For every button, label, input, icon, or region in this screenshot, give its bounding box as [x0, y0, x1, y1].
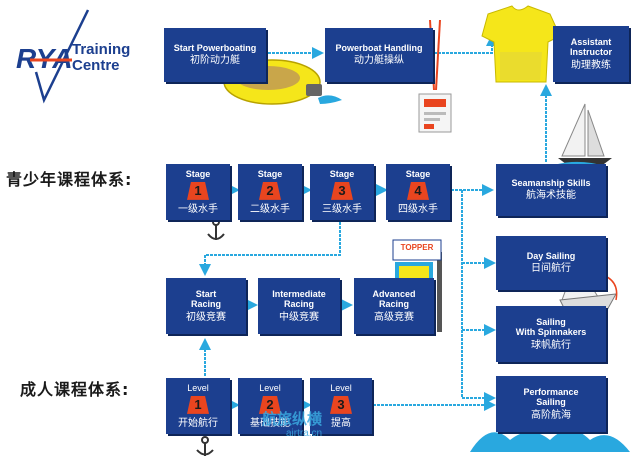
course-title-zh: 初阶动力艇 [190, 55, 240, 67]
course-title-zh: 助理教练 [571, 59, 611, 71]
logo-line1: Training [72, 41, 131, 58]
course-title-en: Start Racing [190, 288, 221, 310]
stage-zh: 四级水手 [398, 203, 438, 215]
course-powerboat-handling[interactable]: Powerboat Handling 动力艇操纵 [325, 28, 433, 82]
course-title-zh: 动力艇操纵 [354, 55, 404, 67]
course-day-sailing[interactable]: Day Sailing 日间航行 [496, 236, 606, 290]
course-advanced-racing[interactable]: Advanced Racing 高级竞赛 [354, 278, 434, 334]
course-start-powerboating[interactable]: Start Powerboating 初阶动力艇 [164, 28, 266, 82]
sailboat-icon [555, 103, 612, 170]
course-seamanship-skills[interactable]: Seamanship Skills 航海术技能 [496, 164, 606, 216]
course-intermediate-racing[interactable]: Intermediate Racing 中级竞赛 [258, 278, 340, 334]
watermark-text: 航旅纵横 [262, 410, 323, 428]
stage-title: Stage [185, 168, 211, 179]
stage-4-box[interactable]: Stage 4 四级水手 [386, 164, 450, 220]
stage-2-box[interactable]: Stage 2 二级水手 [238, 164, 302, 220]
stage-title: Stage [405, 168, 431, 179]
level-1-box[interactable]: Level 1 开始航行 [166, 378, 230, 434]
level-2-box[interactable]: Level 2 基础技能 [238, 378, 302, 434]
level-title: Level [330, 382, 352, 393]
logo-line2: Centre [72, 56, 120, 74]
course-title-en: Powerboat Handling [335, 43, 423, 54]
stage-title: Stage [257, 168, 283, 179]
course-title-zh: 高级竞赛 [374, 311, 414, 323]
course-sailing-with-spinnakers[interactable]: Sailing With Spinnakers 球帆航行 [496, 306, 606, 362]
stage-zh: 三级水手 [322, 203, 362, 215]
stage-number-badge: 4 [407, 181, 429, 200]
level-number-badge: 2 [259, 395, 281, 414]
level-number-badge: 3 [330, 395, 352, 414]
adult-section-label: 成人课程体系: [20, 380, 130, 399]
stage-1-box[interactable]: Stage 1 一级水手 [166, 164, 230, 220]
level-3-box[interactable]: Level 3 提高 [310, 378, 372, 434]
course-title-zh: 高阶航海 [531, 409, 571, 421]
anchor-icon [207, 218, 225, 240]
course-title-en: Advanced Racing [372, 288, 416, 310]
course-title-en: Performance Sailing [523, 386, 579, 408]
stage-number-badge: 2 [259, 181, 281, 200]
stage-title: Stage [329, 168, 355, 179]
tshirt-icon [481, 5, 561, 83]
stage-zh: 二级水手 [250, 203, 290, 215]
course-title-en: Start Powerboating [173, 43, 257, 54]
water-splash-icon [470, 430, 630, 452]
course-performance-sailing[interactable]: Performance Sailing 高阶航海 [496, 376, 606, 432]
watermark-url: airtra.cn [286, 428, 323, 439]
course-title-en: Seamanship Skills [511, 178, 591, 189]
level-title: Level [187, 382, 209, 393]
anchor-icon [196, 436, 214, 456]
topper-sign-label: TOPPER [400, 243, 434, 252]
course-title-zh: 初级竞赛 [186, 311, 226, 323]
level-title: Level [259, 382, 281, 393]
stage-zh: 一级水手 [178, 203, 218, 215]
course-title-zh: 航海术技能 [526, 190, 576, 202]
level-zh: 提高 [331, 417, 351, 429]
course-title-en: Assistant Instructor [569, 36, 612, 58]
course-title-en: Intermediate Racing [272, 288, 326, 310]
course-start-racing[interactable]: Start Racing 初级竞赛 [166, 278, 246, 334]
course-title-zh: 球帆航行 [531, 339, 571, 351]
rya-logo-icon: RYA [16, 9, 90, 104]
level-zh: 开始航行 [178, 417, 218, 429]
level-number-badge: 1 [187, 395, 209, 414]
course-title-zh: 中级竞赛 [279, 311, 319, 323]
stage-number-badge: 3 [331, 181, 353, 200]
stage-number-badge: 1 [187, 181, 209, 200]
level-zh: 基础技能 [250, 417, 290, 429]
course-title-en: Sailing With Spinnakers [515, 316, 587, 338]
course-assistant-instructor[interactable]: Assistant Instructor 助理教练 [553, 26, 629, 82]
course-title-zh: 日间航行 [531, 263, 571, 275]
stage-3-box[interactable]: Stage 3 三级水手 [310, 164, 374, 220]
logo-text: Training Centre [72, 42, 130, 74]
course-title-en: Day Sailing [526, 251, 576, 262]
youth-section-label: 青少年课程体系: [6, 170, 133, 189]
arrow-handling-to-assistant [434, 34, 498, 54]
